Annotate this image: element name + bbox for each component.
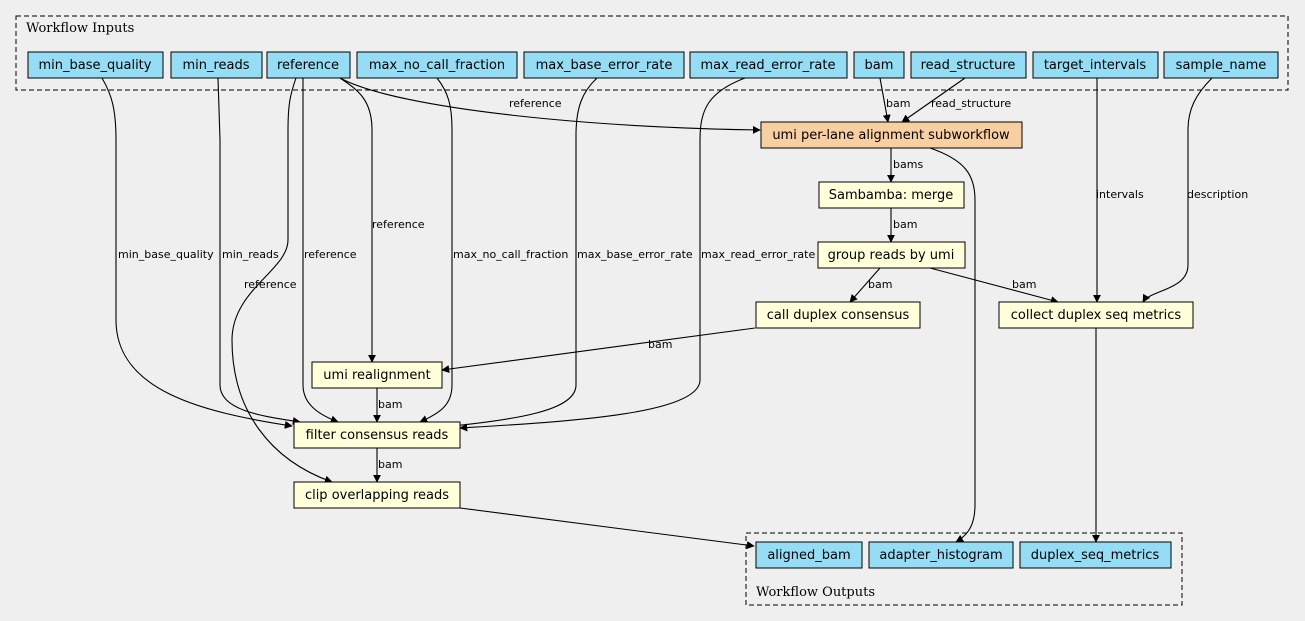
step-umi-realignment[interactable]: umi realignment: [311, 361, 443, 389]
workflow-inputs-title: Workflow Inputs: [26, 21, 134, 36]
input-min-base-quality[interactable]: min_base_quality: [27, 51, 164, 79]
svg-text:min_reads: min_reads: [182, 58, 249, 73]
step-filter-consensus-reads[interactable]: filter consensus reads: [293, 421, 461, 449]
svg-text:min_base_quality: min_base_quality: [39, 58, 152, 73]
edge-reference-to-subworkflow: reference: [339, 77, 761, 134]
edge-label-bam-to-subworkflow: bam: [886, 97, 910, 110]
edge-label-reference-to-subworkflow: reference: [509, 97, 562, 110]
input-target-intervals[interactable]: target_intervals: [1032, 51, 1159, 79]
edge-label-reference-to-filter: reference: [304, 248, 357, 261]
edge-bam-to-subworkflow: bam: [879, 77, 910, 123]
edge-label-max-base-error-rate: max_base_error_rate: [577, 248, 693, 261]
input-sample-name[interactable]: sample_name: [1163, 51, 1279, 79]
input-reference[interactable]: reference: [266, 51, 351, 79]
edge-label-reference-to-clip: reference: [244, 278, 297, 291]
output-adapter-histogram[interactable]: adapter_histogram: [868, 541, 1014, 569]
edge-subworkflow-to-merge: bams: [887, 148, 923, 183]
svg-text:sample_name: sample_name: [1176, 58, 1267, 73]
edge-reference-to-filter: reference: [302, 78, 357, 424]
input-max-no-call-fraction[interactable]: max_no_call_fraction: [356, 51, 518, 79]
edge-subworkflow-to-adapter-histogram: [929, 147, 976, 543]
step-clip-overlapping-reads[interactable]: clip overlapping reads: [293, 481, 461, 509]
svg-text:adapter_histogram: adapter_histogram: [879, 548, 1002, 563]
edge-label-merge-to-group: bam: [893, 218, 917, 231]
svg-text:read_structure: read_structure: [921, 58, 1016, 73]
step-group-reads-by-umi[interactable]: group reads by umi: [817, 241, 966, 269]
svg-text:collect duplex seq metrics: collect duplex seq metrics: [1011, 308, 1182, 323]
svg-text:bam: bam: [865, 58, 894, 73]
edge-max-read-error-rate-to-filter: max_read_error_rate: [459, 77, 815, 432]
input-read-structure[interactable]: read_structure: [910, 51, 1027, 79]
svg-text:max_base_error_rate: max_base_error_rate: [536, 58, 673, 73]
step-umi-per-lane-alignment-subworkflow[interactable]: umi per-lane alignment subworkflow: [760, 121, 1023, 149]
edge-reference-to-clip: reference: [231, 77, 333, 484]
edge-reference-to-realignment: reference: [339, 77, 425, 363]
workflow-outputs-cluster: Workflow Outputs: [745, 532, 1183, 606]
edge-max-base-error-rate-to-filter: max_base_error_rate: [431, 77, 693, 432]
edge-group-to-call: bam: [849, 267, 892, 303]
edge-realignment-to-filter: bam: [373, 388, 402, 423]
svg-text:max_read_error_rate: max_read_error_rate: [701, 58, 836, 73]
edge-label-subworkflow-to-merge: bams: [893, 158, 923, 171]
edge-label-min-reads: min_reads: [222, 248, 279, 261]
svg-text:reference: reference: [277, 58, 339, 73]
svg-text:max_no_call_fraction: max_no_call_fraction: [369, 58, 505, 73]
edges: reference bam read_structure bams bam ba…: [101, 77, 1248, 550]
edge-label-filter-to-clip: bam: [378, 458, 402, 471]
input-bam[interactable]: bam: [853, 51, 905, 79]
svg-text:umi per-lane alignment subwork: umi per-lane alignment subworkflow: [772, 128, 1010, 143]
edge-label-group-to-call: bam: [868, 278, 892, 291]
edge-label-max-no-call-fraction: max_no_call_fraction: [453, 248, 568, 261]
svg-text:call duplex consensus: call duplex consensus: [767, 308, 910, 323]
edge-min-base-quality-to-filter: min_base_quality: [101, 77, 293, 429]
edge-label-call-to-realignment: bam: [648, 338, 672, 351]
workflow-inputs-cluster: Workflow Inputs: [15, 15, 1289, 91]
input-max-base-error-rate[interactable]: max_base_error_rate: [523, 51, 685, 79]
svg-text:clip overlapping reads: clip overlapping reads: [305, 488, 449, 503]
edge-label-read-structure-to-subworkflow: read_structure: [931, 97, 1011, 110]
step-collect-duplex-seq-metrics[interactable]: collect duplex seq metrics: [998, 301, 1194, 329]
svg-text:umi realignment: umi realignment: [323, 368, 430, 383]
edge-filter-to-clip: bam: [373, 448, 402, 483]
edge-read-structure-to-subworkflow: read_structure: [901, 77, 1011, 123]
output-duplex-seq-metrics[interactable]: duplex_seq_metrics: [1019, 541, 1172, 569]
edge-intervals-to-collect: intervals: [1093, 78, 1144, 303]
edge-label-group-to-collect: bam: [1012, 278, 1036, 291]
output-aligned-bam[interactable]: aligned_bam: [755, 541, 863, 569]
edge-label-max-read-error-rate: max_read_error_rate: [701, 248, 815, 261]
svg-text:filter consensus reads: filter consensus reads: [306, 428, 449, 443]
edge-call-to-realignment: bam: [441, 327, 756, 374]
edge-label-description: description: [1187, 188, 1248, 201]
edge-merge-to-group: bam: [887, 208, 917, 243]
edge-label-realignment-to-filter: bam: [378, 398, 402, 411]
workflow-outputs-title: Workflow Outputs: [756, 585, 875, 600]
svg-text:target_intervals: target_intervals: [1044, 58, 1147, 73]
step-call-duplex-consensus[interactable]: call duplex consensus: [755, 301, 921, 329]
svg-text:group reads by umi: group reads by umi: [828, 248, 955, 263]
edge-max-no-call-fraction-to-filter: max_no_call_fraction: [419, 77, 568, 423]
svg-text:Sambamba: merge: Sambamba: merge: [829, 188, 954, 203]
edge-clip-to-aligned-bam: [459, 507, 755, 550]
edge-group-to-collect: bam: [929, 267, 1059, 305]
svg-text:aligned_bam: aligned_bam: [767, 548, 850, 563]
edge-description-to-collect: description: [1142, 77, 1248, 303]
edge-min-reads-to-filter: min_reads: [217, 77, 301, 425]
edge-label-intervals: intervals: [1096, 188, 1144, 201]
edge-label-reference-to-realignment: reference: [372, 218, 425, 231]
step-sambamba-merge[interactable]: Sambamba: merge: [818, 181, 965, 209]
input-min-reads[interactable]: min_reads: [170, 51, 263, 79]
svg-text:duplex_seq_metrics: duplex_seq_metrics: [1031, 548, 1160, 563]
edge-label-min-base-quality: min_base_quality: [118, 248, 214, 261]
input-max-read-error-rate[interactable]: max_read_error_rate: [689, 51, 848, 79]
